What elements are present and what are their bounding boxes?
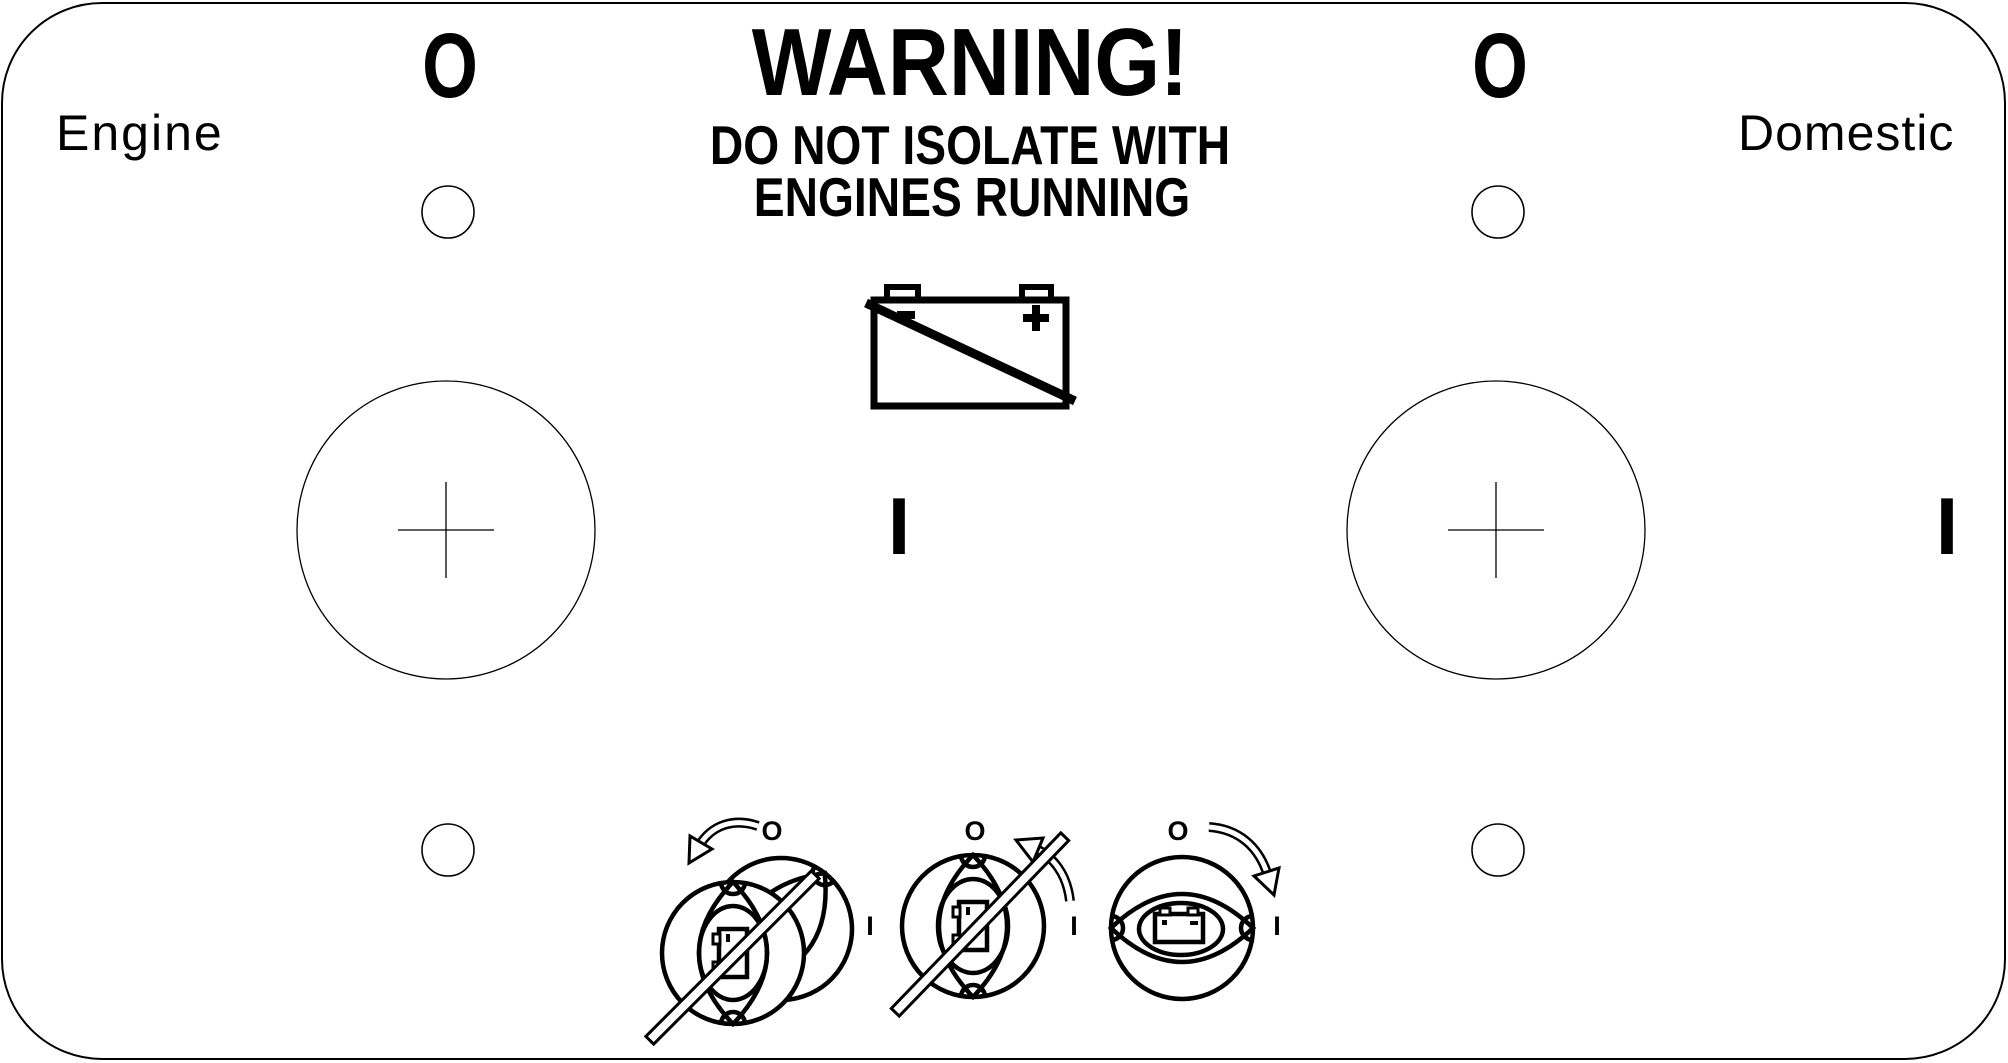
- minus-symbol: [897, 311, 915, 319]
- legend3-off-label: O: [1167, 816, 1189, 846]
- warning-line-2: ENGINES RUNNING: [753, 166, 1191, 228]
- legend2-on-label: I: [1070, 911, 1078, 941]
- screw-hole-top-right: [1471, 185, 1525, 239]
- do-not-turn-clockwise-icon: [889, 830, 1075, 1019]
- battery-slash: [864, 298, 1077, 406]
- rotate-ccw-arrowhead-icon: [687, 833, 715, 866]
- warning-line-1: DO NOT ISOLATE WITH: [709, 114, 1231, 176]
- rotate-cw-arrowhead-icon: [1251, 865, 1281, 898]
- warning-title: WARNING!: [751, 9, 1189, 116]
- legend1-off-label: O: [761, 816, 783, 846]
- legend2-off-label: O: [964, 816, 986, 846]
- switch-hole-left: [296, 380, 596, 680]
- turn-clockwise-to-on-icon: [1108, 822, 1281, 1002]
- domestic-switch-label: Domestic: [1738, 105, 1955, 161]
- battery-symbol-small: [1155, 908, 1203, 942]
- knob-inner-ring: [1136, 900, 1226, 958]
- crosshair-left-icon: [398, 482, 494, 578]
- off-position-label-left: O: [422, 15, 478, 117]
- screw-hole-top-left: [421, 185, 475, 239]
- rotate-up-arrowhead-icon: [1013, 836, 1046, 865]
- prohibition-slash-2: [889, 830, 1071, 1019]
- screw-hole-bottom-right: [1471, 823, 1525, 877]
- on-position-label-left: I: [887, 482, 911, 572]
- on-position-label-right: I: [1935, 482, 1959, 572]
- rotate-cw-arrow-icon: [1208, 824, 1271, 877]
- do-not-turn-counterclockwise-icon: [643, 817, 855, 1047]
- off-position-label-right: O: [1472, 15, 1528, 117]
- prohibition-slash-1: [643, 868, 822, 1047]
- legend3-on-label: I: [1273, 911, 1281, 941]
- crossed-out-battery-icon: [864, 284, 1077, 410]
- screw-hole-bottom-left: [421, 823, 475, 877]
- plus-symbol-vertical: [1032, 305, 1040, 331]
- switch-hole-right: [1346, 380, 1646, 680]
- rotate-ccw-arrow-icon: [696, 820, 759, 848]
- crosshair-right-icon: [1448, 482, 1544, 578]
- engine-switch-label: Engine: [56, 105, 224, 161]
- legend1-on-label: I: [866, 911, 874, 941]
